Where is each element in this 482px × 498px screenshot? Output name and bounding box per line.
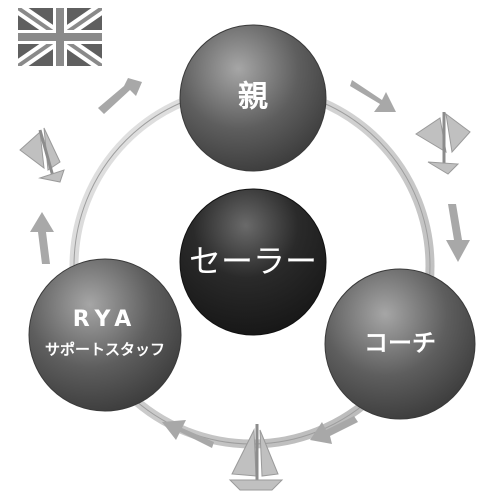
node-parent: 親 (179, 24, 327, 172)
arrow-icon (446, 204, 470, 262)
node-sailor: セーラー (179, 188, 327, 336)
arrow-icon (30, 212, 54, 264)
sailboat-icon (228, 424, 284, 491)
arrow-icon (350, 80, 396, 112)
uk-flag-icon (18, 8, 102, 66)
arrow-icon (310, 416, 358, 444)
arrow-icon (162, 420, 214, 448)
node-coach-label: コーチ (364, 329, 436, 357)
node-rya-label: RYA (73, 307, 138, 332)
node-support-staff-label: サポートスタッフ (45, 341, 165, 359)
sailboat-icon (19, 127, 65, 183)
arrow-icon (98, 78, 142, 114)
sailboat-icon (415, 112, 471, 175)
node-coach: コーチ (324, 268, 476, 420)
node-sailor-label: セーラー (189, 242, 317, 280)
node-rya-support: RYA サポートスタッフ (28, 258, 182, 412)
node-parent-label: 親 (238, 80, 268, 115)
